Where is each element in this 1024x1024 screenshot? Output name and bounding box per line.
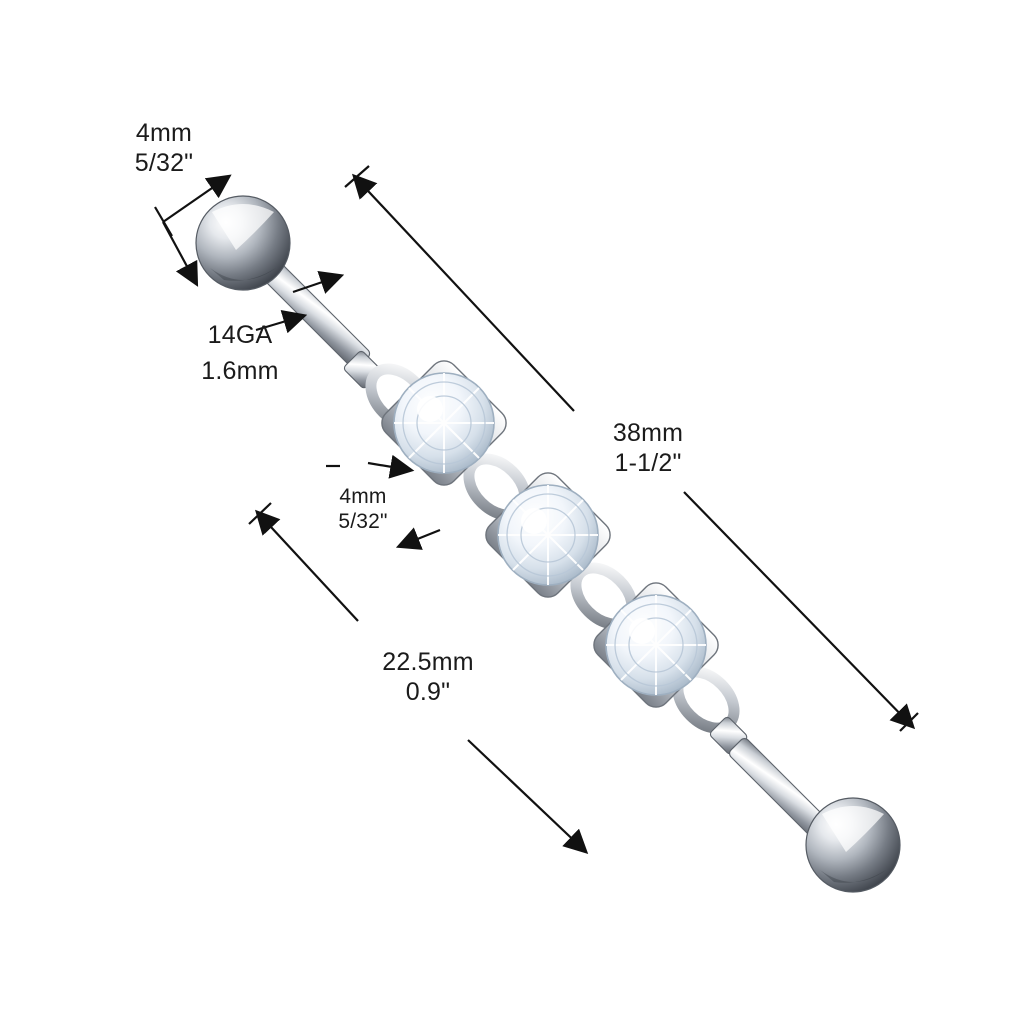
dim-total-length [344,165,919,732]
dim-ball-diameter [154,174,232,287]
barbell-shaft-bottom [709,716,835,844]
dim-gauge [255,270,345,334]
dim-label-gauge-alt: 1.6mm [201,357,279,385]
dim-label-gauge: 14GA [207,321,273,349]
dim-label-total-length-alt: 1-1/2" [614,449,682,477]
gem-bottom [593,582,719,708]
gem-top [381,360,507,486]
dim-chain-length [248,502,589,855]
ball-top [195,195,291,291]
ball-bottom [805,797,901,893]
dim-gem-size [326,454,441,550]
dim-label-chain-length-alt: 0.9" [405,678,451,706]
dim-label-ball-diameter: 4mm [135,119,193,147]
dim-label-gem-size: 4mm [339,485,387,508]
gem-middle [485,472,611,598]
dim-label-ball-diameter-alt: 5/32" [134,149,194,177]
dim-label-total-length: 38mm [612,419,684,447]
dim-label-gem-size-alt: 5/32" [338,510,388,533]
dim-label-chain-length: 22.5mm [382,648,474,676]
